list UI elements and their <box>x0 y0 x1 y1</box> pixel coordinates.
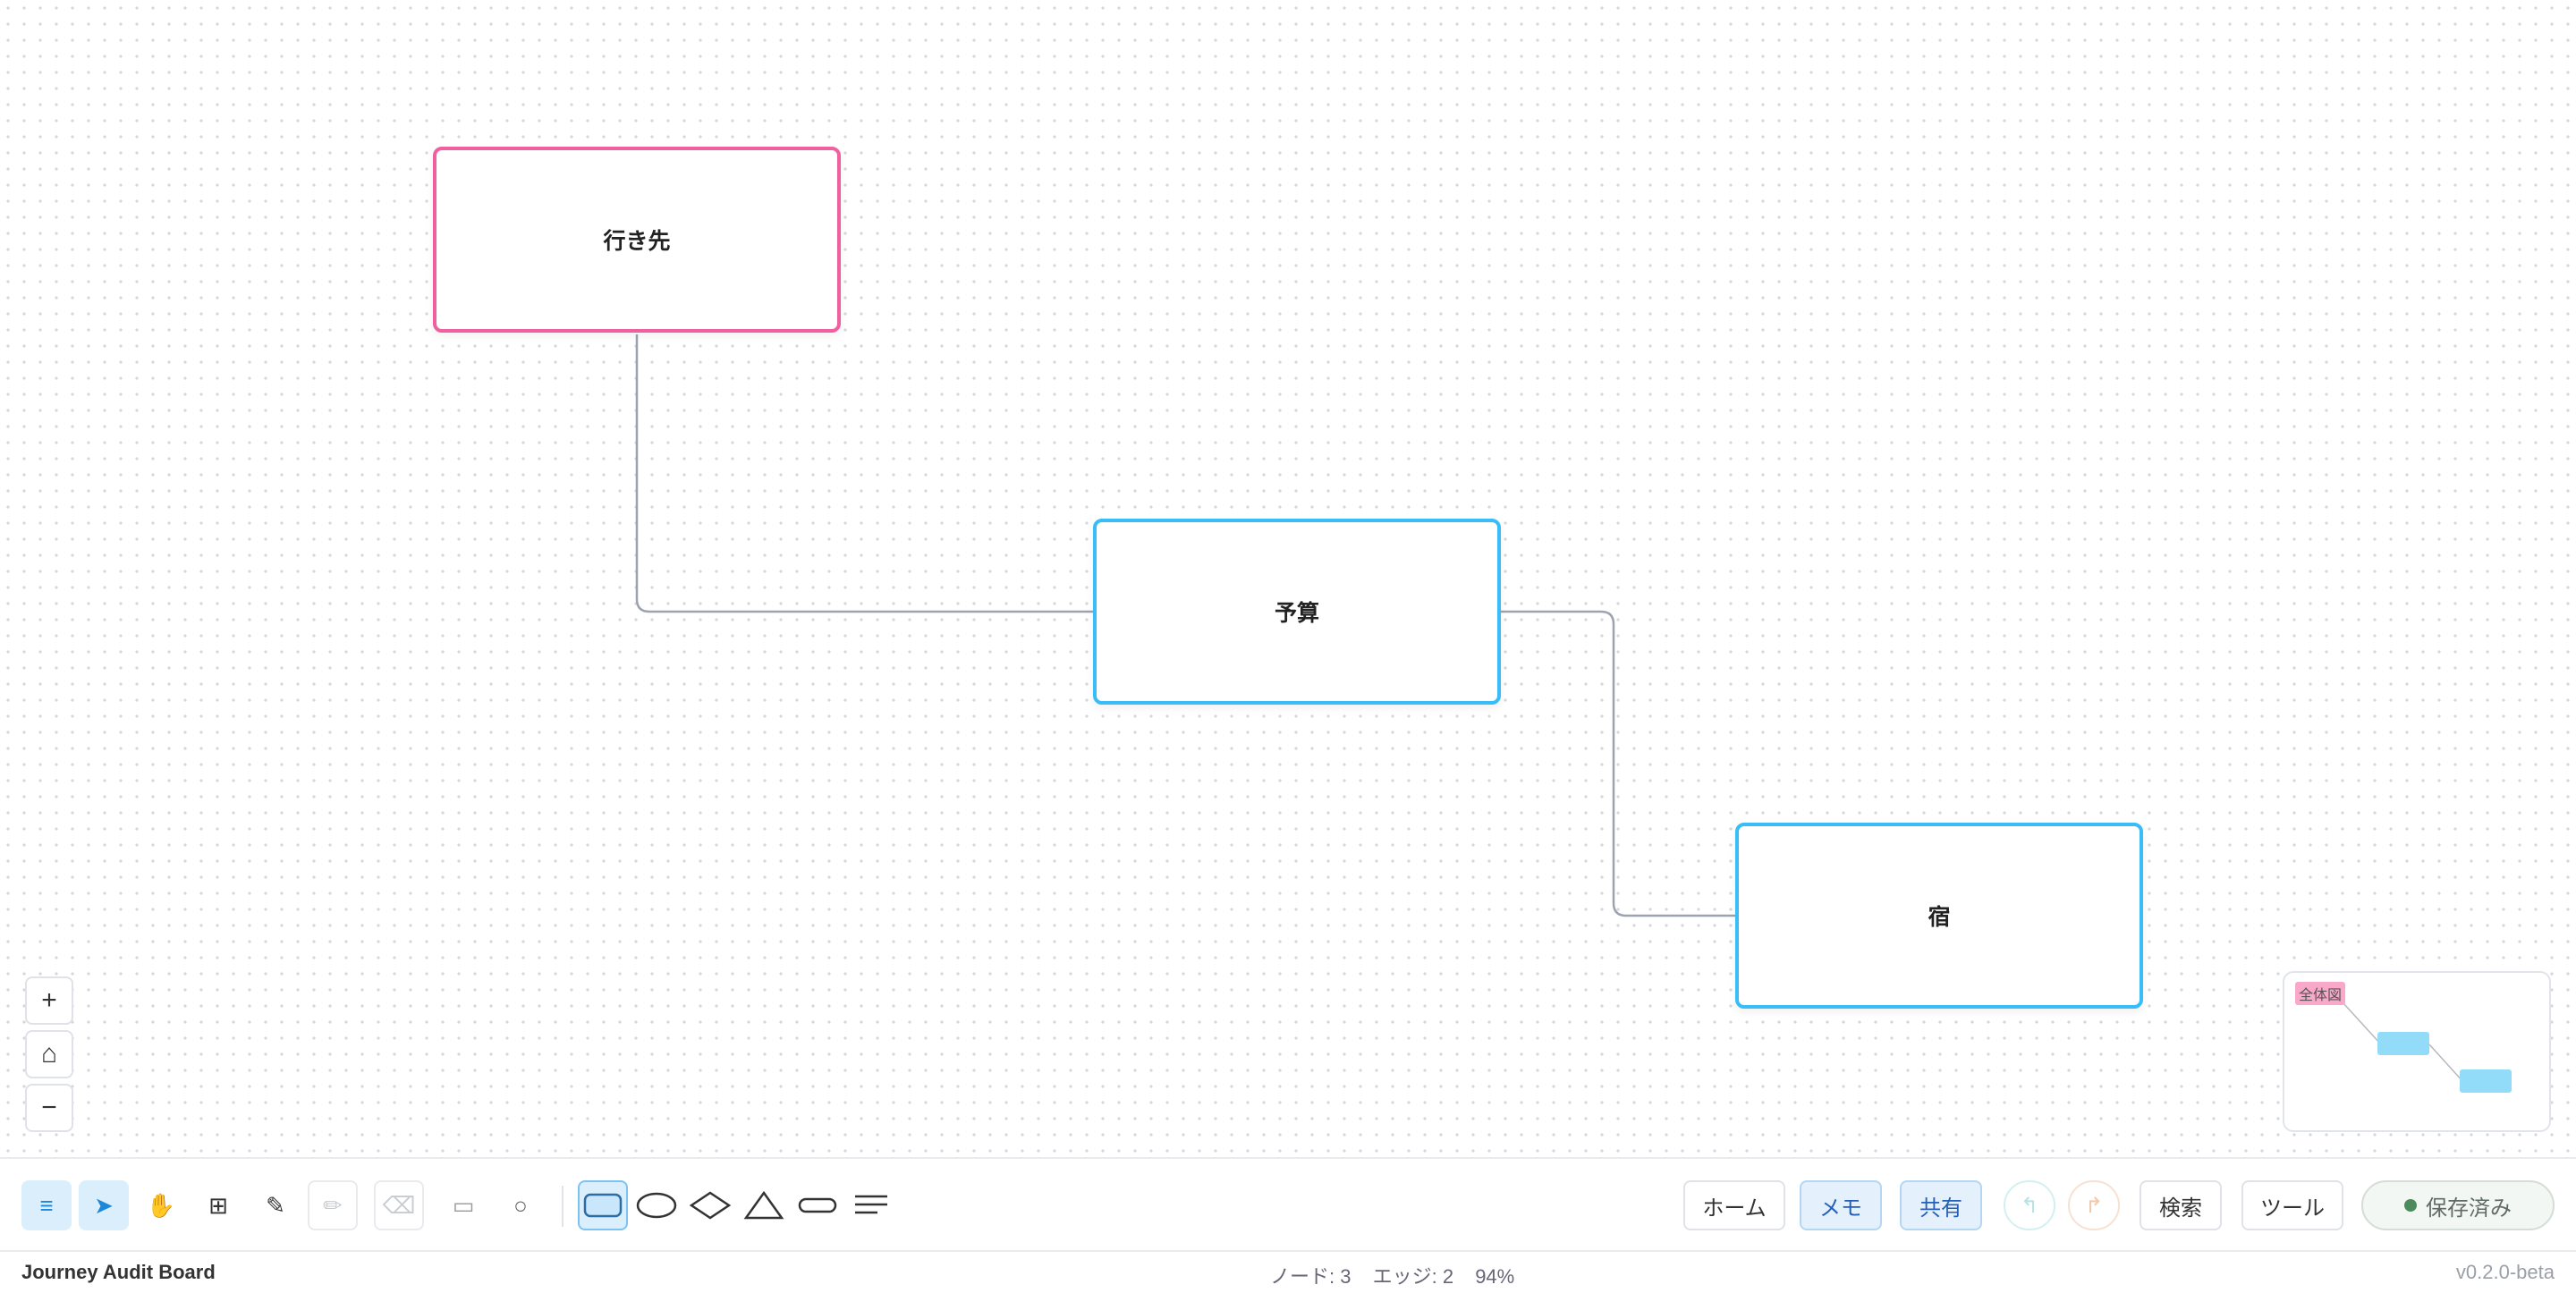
share-button[interactable]: 共有 <box>1900 1180 1982 1230</box>
bottom-toolbar: ≡ ➤ ✋ ⊞ ✎ ✏ ⌫ ▭ ○ <box>0 1157 2576 1250</box>
minimap-label: 全体図 <box>2298 988 2342 1003</box>
menu-icon: ≡ <box>39 1191 54 1219</box>
zoom-level: 94% <box>1475 1265 1515 1288</box>
save-status-pill: 保存済み <box>2361 1180 2555 1230</box>
circle-small-tool[interactable]: ○ <box>496 1180 546 1230</box>
minimap-edges <box>2343 1002 2464 1083</box>
status-stats: ノード: 3 エッジ: 2 94% <box>1270 1261 1530 1289</box>
rectangle-icon: ▭ <box>452 1191 475 1219</box>
node-lodging[interactable]: 宿 <box>1735 823 2143 1009</box>
node-label: 予算 <box>1274 601 1319 626</box>
zoom-out-button[interactable]: − <box>25 1084 73 1132</box>
redo-icon: ↱ <box>2084 1193 2104 1218</box>
home-button-label: ホーム <box>1702 1196 1767 1221</box>
status-bar: Journey Audit Board ノード: 3 エッジ: 2 94% v0… <box>0 1250 2576 1293</box>
pill-icon <box>798 1197 837 1213</box>
home-button[interactable]: ホーム <box>1683 1180 1785 1230</box>
edge-count: エッジ: 2 <box>1372 1265 1454 1288</box>
pill-shape-tool[interactable] <box>792 1180 843 1230</box>
node-count: ノード: 3 <box>1270 1265 1352 1288</box>
search-button[interactable]: 検索 <box>2140 1180 2222 1230</box>
minimap-node-budget <box>2377 1032 2429 1055</box>
pencil-icon: ✏ <box>323 1191 343 1219</box>
triangle-shape-tool[interactable] <box>739 1180 789 1230</box>
tools-button[interactable]: ツール <box>2241 1180 2343 1230</box>
node-label: 宿 <box>1928 905 1951 930</box>
plus-icon: + <box>41 985 57 1015</box>
pen-tool[interactable]: ✎ <box>250 1180 301 1230</box>
minus-icon: − <box>41 1093 57 1122</box>
circle-icon: ○ <box>513 1191 528 1219</box>
toolbar-divider <box>562 1186 564 1227</box>
home-icon: ⌂ <box>40 1039 58 1069</box>
eraser-icon: ⌫ <box>382 1191 416 1219</box>
memo-button-label: メモ <box>1819 1196 1862 1221</box>
undo-icon: ↰ <box>2020 1193 2039 1218</box>
share-button-label: 共有 <box>1919 1196 1962 1221</box>
node-label: 行き先 <box>603 229 671 254</box>
undo-button[interactable]: ↰ <box>2004 1180 2055 1230</box>
ellipse-icon <box>636 1192 677 1219</box>
edge-destination-budget[interactable] <box>635 334 1093 613</box>
select-tool[interactable]: ➤ <box>79 1180 129 1230</box>
pencil-tool[interactable]: ✏ <box>308 1180 358 1230</box>
rect-small-tool[interactable]: ▭ <box>438 1180 488 1230</box>
edges-layer <box>635 334 1735 917</box>
add-node-tool[interactable]: ⊞ <box>193 1180 243 1230</box>
diagram-canvas[interactable]: 行き先 予算 宿 + ⌂ − 全体図 <box>0 0 2576 1157</box>
triangle-icon <box>743 1190 784 1220</box>
edge-budget-lodging[interactable] <box>1499 610 1735 917</box>
rounded-rect-shape-tool[interactable] <box>578 1180 628 1230</box>
save-status-label: 保存済み <box>2426 1196 2512 1221</box>
fit-view-button[interactable]: ⌂ <box>25 1030 73 1078</box>
hand-icon: ✋ <box>146 1191 176 1219</box>
pen-icon: ✎ <box>266 1191 285 1219</box>
minimap-node-destination: 全体図 <box>2295 982 2345 1005</box>
eraser-tool[interactable]: ⌫ <box>374 1180 424 1230</box>
search-button-label: 検索 <box>2159 1196 2202 1221</box>
board-title: Journey Audit Board <box>21 1261 216 1283</box>
diamond-icon <box>689 1191 732 1220</box>
zoom-in-button[interactable]: + <box>25 976 73 1025</box>
cursor-icon: ➤ <box>94 1191 114 1219</box>
diamond-shape-tool[interactable] <box>685 1180 735 1230</box>
rounded-rect-icon <box>583 1193 623 1218</box>
text-lines-tool[interactable] <box>846 1180 896 1230</box>
plus-box-icon: ⊞ <box>208 1191 228 1219</box>
minimap[interactable]: 全体図 <box>2283 971 2551 1132</box>
memo-button[interactable]: メモ <box>1800 1180 1882 1230</box>
ellipse-shape-tool[interactable] <box>631 1180 682 1230</box>
node-budget[interactable]: 予算 <box>1093 519 1501 705</box>
minimap-node-lodging <box>2460 1069 2512 1093</box>
node-destination[interactable]: 行き先 <box>433 147 841 333</box>
text-lines-icon <box>855 1195 887 1214</box>
saved-status-dot-icon <box>2404 1199 2417 1212</box>
version-label: v0.2.0-beta <box>2455 1261 2555 1283</box>
redo-button[interactable]: ↱ <box>2068 1180 2120 1230</box>
tools-button-label: ツール <box>2260 1196 2325 1221</box>
hand-tool[interactable]: ✋ <box>136 1180 186 1230</box>
menu-tool[interactable]: ≡ <box>21 1180 72 1230</box>
